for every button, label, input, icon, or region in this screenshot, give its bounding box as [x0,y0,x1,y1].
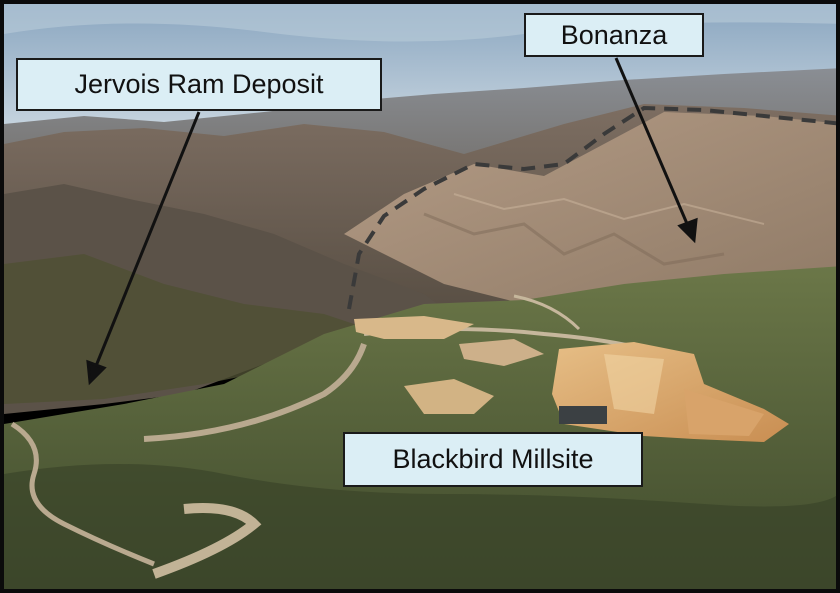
mill-pad [354,316,474,339]
road [10,421,155,567]
settling-pond [559,406,607,424]
aerial-photo [4,4,836,589]
mill-pad [404,379,494,414]
arrow-bonanza [614,57,698,244]
bonanza-label: Bonanza [524,13,704,57]
blackbird-millsite-label: Blackbird Millsite [343,432,643,487]
arrow-jervois [86,111,201,386]
jervois-ram-deposit-label: Jervois Ram Deposit [16,58,382,111]
bonanza-boundary [347,105,836,310]
road [143,342,367,442]
road [152,503,262,579]
road [513,294,581,331]
mill-pad [459,339,544,366]
